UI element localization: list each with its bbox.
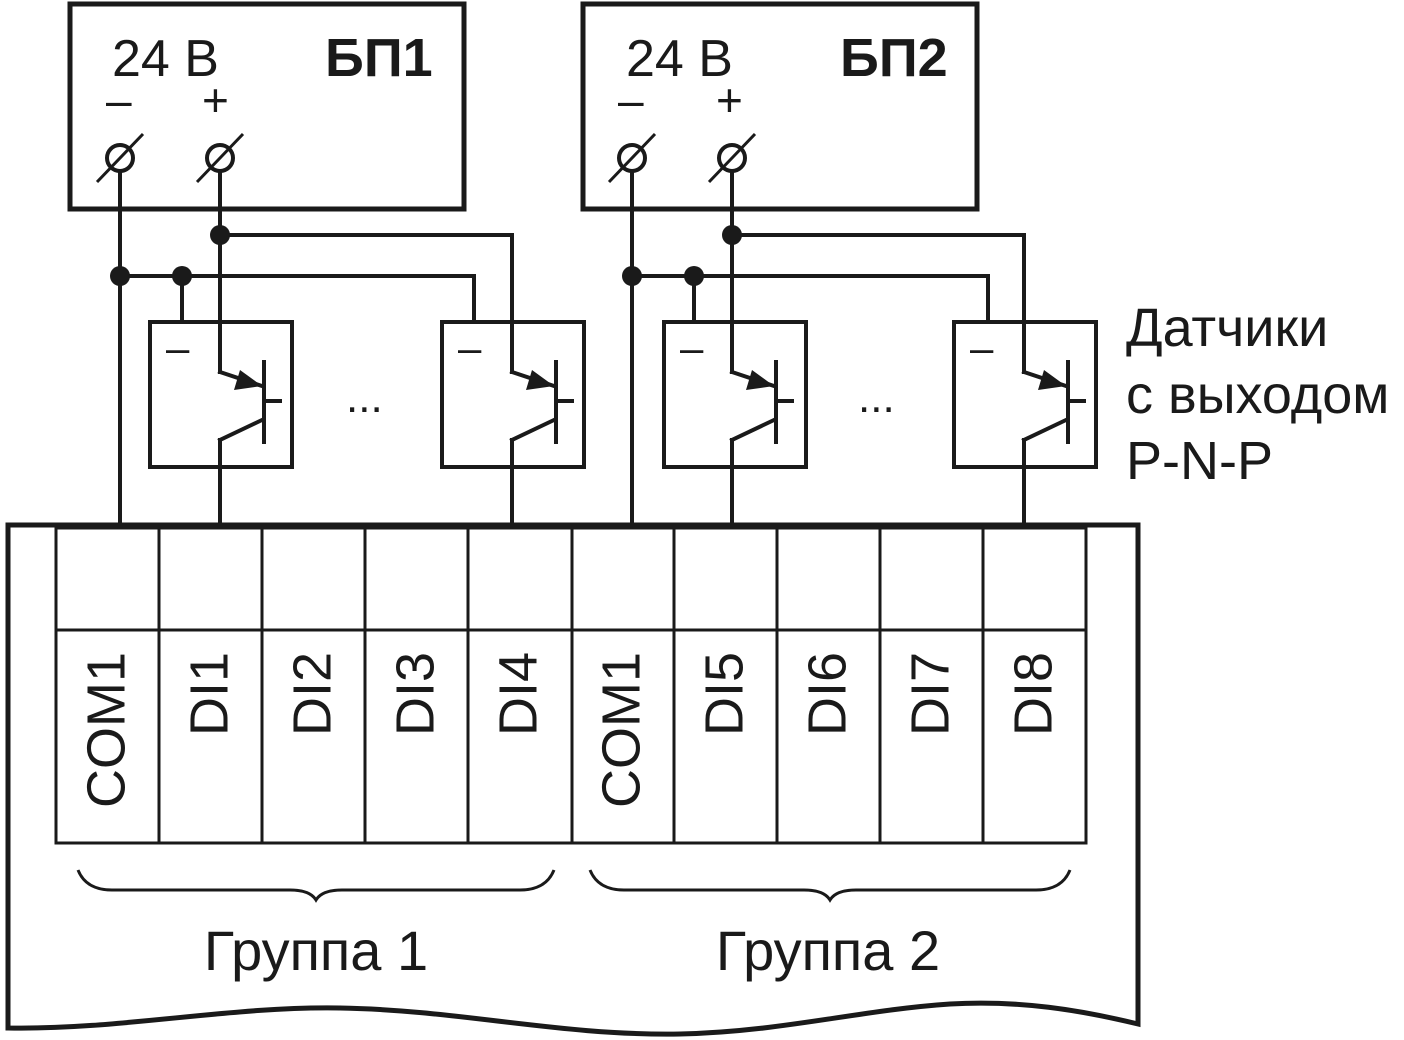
pnp-sensor-3: – (662, 320, 808, 469)
junction-dot (622, 266, 642, 286)
terminal-label: DI6 (798, 652, 858, 736)
sensor-minus-label: – (458, 324, 482, 371)
terminal-label: DI7 (901, 652, 961, 736)
sensor-ellipsis: ... (346, 373, 383, 422)
power-supply-1-name: БП1 (325, 28, 433, 88)
power-supply-2-voltage: 24 В (626, 30, 733, 88)
pnp-transistor-icon (217, 360, 282, 444)
pnp-transistor-icon (729, 360, 794, 444)
power-supply-2-minus-label: – (618, 74, 644, 126)
terminal-label: DI4 (489, 652, 549, 736)
wiring-group-2 (622, 169, 1026, 525)
wiring-group-1 (110, 169, 514, 525)
sensor-minus-label: – (970, 324, 994, 371)
pnp-sensor-4: – (952, 320, 1098, 469)
legend-line-3: P-N-P (1126, 431, 1273, 491)
power-supply-2-plus-label: + (716, 74, 743, 126)
terminal-label: DI1 (180, 652, 240, 736)
power-supply-2-box (580, 1, 980, 212)
power-supply-1-voltage: 24 В (112, 30, 219, 88)
sensor-legend: Датчики с выходом P-N-P (1126, 298, 1389, 491)
junction-dot (172, 266, 192, 286)
terminal-label: COM1 (592, 652, 652, 808)
power-supply-2: 24 В БП2 – + (580, 1, 980, 212)
power-supply-2-name: БП2 (840, 28, 948, 88)
group-1-brace (76, 869, 556, 903)
pnp-sensor-1: – (148, 320, 294, 469)
legend-line-1: Датчики (1126, 298, 1328, 358)
junction-dot (684, 266, 704, 286)
pnp-transistor-icon (509, 360, 574, 444)
power-supply-1-box (67, 1, 467, 212)
terminal-label: COM1 (77, 652, 137, 808)
controller-module: COM1 DI1 DI2 DI3 DI4 COM1 DI5 DI6 DI7 DI8 (5, 522, 1141, 1037)
legend-line-2: с выходом (1126, 365, 1389, 425)
group-2-label: Группа 2 (716, 919, 940, 982)
terminal-label: DI5 (695, 652, 755, 736)
terminal-label: DI3 (386, 652, 446, 736)
junction-dot (722, 225, 742, 245)
sensor-ellipsis: ... (858, 373, 895, 422)
terminal-label: DI8 (1004, 652, 1064, 736)
junction-dot (210, 225, 230, 245)
power-supply-1-minus-label: – (106, 74, 132, 126)
group-1-label: Группа 1 (204, 919, 428, 982)
sensor-minus-label: – (166, 324, 190, 371)
terminal-cells: COM1 DI1 DI2 DI3 DI4 COM1 DI5 DI6 DI7 DI8 (77, 528, 1064, 843)
power-supply-1: 24 В БП1 – + (67, 1, 467, 212)
power-supply-1-plus-label: + (202, 74, 229, 126)
pnp-sensor-2: – (440, 320, 586, 469)
group-2-brace (588, 869, 1072, 903)
pnp-transistor-icon (1021, 360, 1086, 444)
junction-dot (110, 266, 130, 286)
terminal-label: DI2 (283, 652, 343, 736)
sensor-minus-label: – (680, 324, 704, 371)
